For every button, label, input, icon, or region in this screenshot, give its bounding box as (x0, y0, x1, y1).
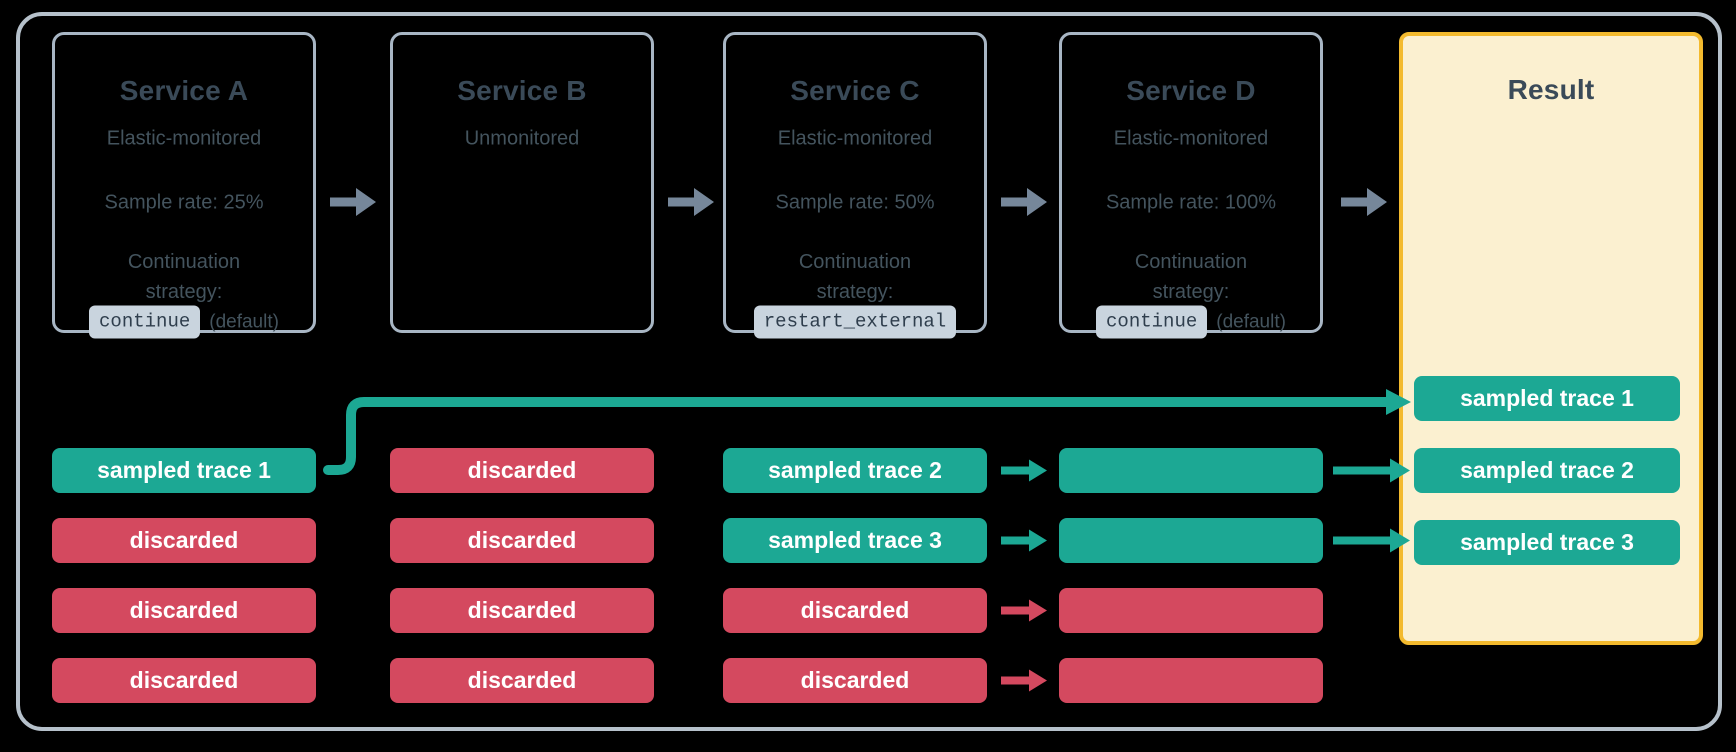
service-b-title: Service B (457, 75, 587, 106)
trace-bar (1059, 588, 1323, 633)
service-d-strategy-suffix: (default) (1216, 311, 1286, 332)
service-a-box: Service A Elastic-monitored Sample rate:… (52, 32, 316, 339)
service-c-continuation-label: Continuation strategy: (798, 251, 912, 303)
service-a-strategy-badge: continue (89, 305, 201, 339)
trace-bar: discarded (723, 588, 987, 633)
service-a-strategy-suffix: (default) (209, 311, 279, 332)
trace-bar (1059, 448, 1323, 493)
service-a-sample-rate: Sample rate: 25% (104, 191, 264, 214)
result-trace-bar: sampled trace 3 (1414, 520, 1680, 565)
service-d-title: Service D (1126, 75, 1256, 106)
service-b-box: Service B Unmonitored (390, 32, 654, 333)
trace-bar: discarded (52, 588, 316, 633)
service-c-box: Service C Elastic-monitored Sample rate:… (723, 32, 987, 339)
trace-bar: sampled trace 2 (723, 448, 987, 493)
service-c-monitoring: Elastic-monitored (777, 127, 933, 150)
result-trace-bar: sampled trace 2 (1414, 448, 1680, 493)
service-c-sample-rate: Sample rate: 50% (775, 191, 935, 214)
service-b-monitoring: Unmonitored (464, 127, 580, 150)
trace-bar: discarded (52, 658, 316, 703)
trace-bar (1059, 658, 1323, 703)
service-a-strategy-row: continue (default) (55, 305, 313, 339)
result-title: Result (1507, 74, 1595, 105)
service-d-continuation-label: Continuation strategy: (1134, 251, 1248, 303)
service-c-title: Service C (790, 75, 920, 106)
service-c-strategy-badge: restart_external (753, 305, 957, 339)
service-a-continuation-label: Continuation strategy: (127, 251, 241, 303)
service-d-strategy-row: continue (default) (1062, 305, 1320, 339)
service-d-box: Service D Elastic-monitored Sample rate:… (1059, 32, 1323, 339)
trace-bar: discarded (390, 658, 654, 703)
trace-bar: sampled trace 1 (52, 448, 316, 493)
service-a-monitoring: Elastic-monitored (106, 127, 262, 150)
service-c-strategy-row: restart_external (726, 305, 984, 339)
service-a-title: Service A (119, 75, 249, 106)
result-trace-bar: sampled trace 1 (1414, 376, 1680, 421)
trace-bar: discarded (390, 588, 654, 633)
service-d-sample-rate: Sample rate: 100% (1105, 191, 1277, 214)
result-box: Result sampled trace 1 sampled trace 2 s… (1399, 32, 1703, 645)
service-d-monitoring: Elastic-monitored (1113, 127, 1269, 150)
trace-bar: discarded (390, 518, 654, 563)
diagram-frame (16, 12, 1722, 731)
trace-bar: discarded (723, 658, 987, 703)
trace-bar: discarded (390, 448, 654, 493)
trace-bar: discarded (52, 518, 316, 563)
trace-bar (1059, 518, 1323, 563)
trace-bar: sampled trace 3 (723, 518, 987, 563)
service-d-strategy-badge: continue (1096, 305, 1208, 339)
